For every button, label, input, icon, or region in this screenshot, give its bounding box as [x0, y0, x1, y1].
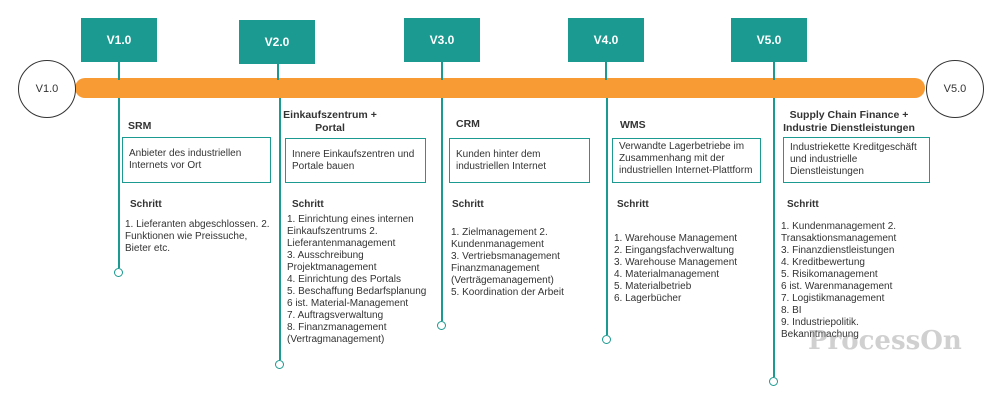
version-box-v3: V3.0: [404, 18, 480, 62]
version-box-v4: V4.0: [568, 18, 644, 62]
connector-v2: [277, 64, 279, 80]
stem-end-dot-1: [114, 268, 123, 277]
stem-line-1: [118, 98, 120, 268]
column-title-crm: CRM: [456, 118, 480, 130]
stem-end-dot-3: [437, 321, 446, 330]
column-title-einkaufszentrum: Einkaufszentrum + Portal: [283, 109, 377, 134]
processon-watermark: ProcessOn: [808, 326, 962, 356]
step-list-crm: 1. Zielmanagement 2. Kundenmanagement 3.…: [451, 227, 564, 298]
version-box-v2: V2.0: [239, 20, 315, 64]
column-desc-wms: Verwandte Lagerbetriebe im Zusammenhang …: [612, 138, 761, 183]
stem-line-3: [441, 98, 443, 321]
column-desc-crm: Kunden hinter dem industriellen Internet: [449, 138, 590, 183]
step-label-crm: Schritt: [452, 199, 484, 210]
step-list-einkaufszentrum: 1. Einrichtung eines internen Einkaufsze…: [287, 214, 427, 345]
column-desc-srm: Anbieter des industriellen Internets vor…: [122, 137, 271, 183]
step-list-wms: 1. Warehouse Management 2. Eingangsfachv…: [614, 233, 738, 304]
step-label-einkaufszentrum: Schritt: [292, 199, 324, 210]
column-title-supply-chain: Supply Chain Finance + Industrie Dienstl…: [783, 109, 915, 134]
stem-line-2: [279, 98, 281, 360]
column-title-wms: WMS: [620, 119, 646, 131]
step-label-supply-chain: Schritt: [787, 199, 819, 210]
connector-v4: [605, 62, 607, 80]
column-desc-supply-chain: Industriekette Kreditgeschäft und indust…: [783, 137, 930, 183]
column-title-srm: SRM: [128, 120, 152, 132]
timeline-start-node: V1.0: [18, 60, 76, 118]
step-label-wms: Schritt: [617, 199, 649, 210]
version-box-v1: V1.0: [81, 18, 157, 62]
stem-end-dot-5: [769, 377, 778, 386]
stem-end-dot-4: [602, 335, 611, 344]
step-label-srm: Schritt: [130, 199, 162, 210]
stem-end-dot-2: [275, 360, 284, 369]
version-box-v5: V5.0: [731, 18, 807, 62]
step-list-supply-chain: 1. Kundenmanagement 2. Transaktionsmanag…: [781, 221, 897, 340]
stem-line-4: [606, 98, 608, 335]
column-desc-einkaufszentrum: Innere Einkaufszentren und Portale bauen: [285, 138, 426, 183]
connector-v1: [118, 62, 120, 80]
connector-v3: [441, 62, 443, 80]
connector-v5: [773, 62, 775, 80]
timeline-end-node: V5.0: [926, 60, 984, 118]
timeline-bar: [75, 78, 925, 98]
step-list-srm: 1. Lieferanten abgeschlossen. 2. Funktio…: [125, 219, 270, 254]
stem-line-5: [773, 98, 775, 377]
